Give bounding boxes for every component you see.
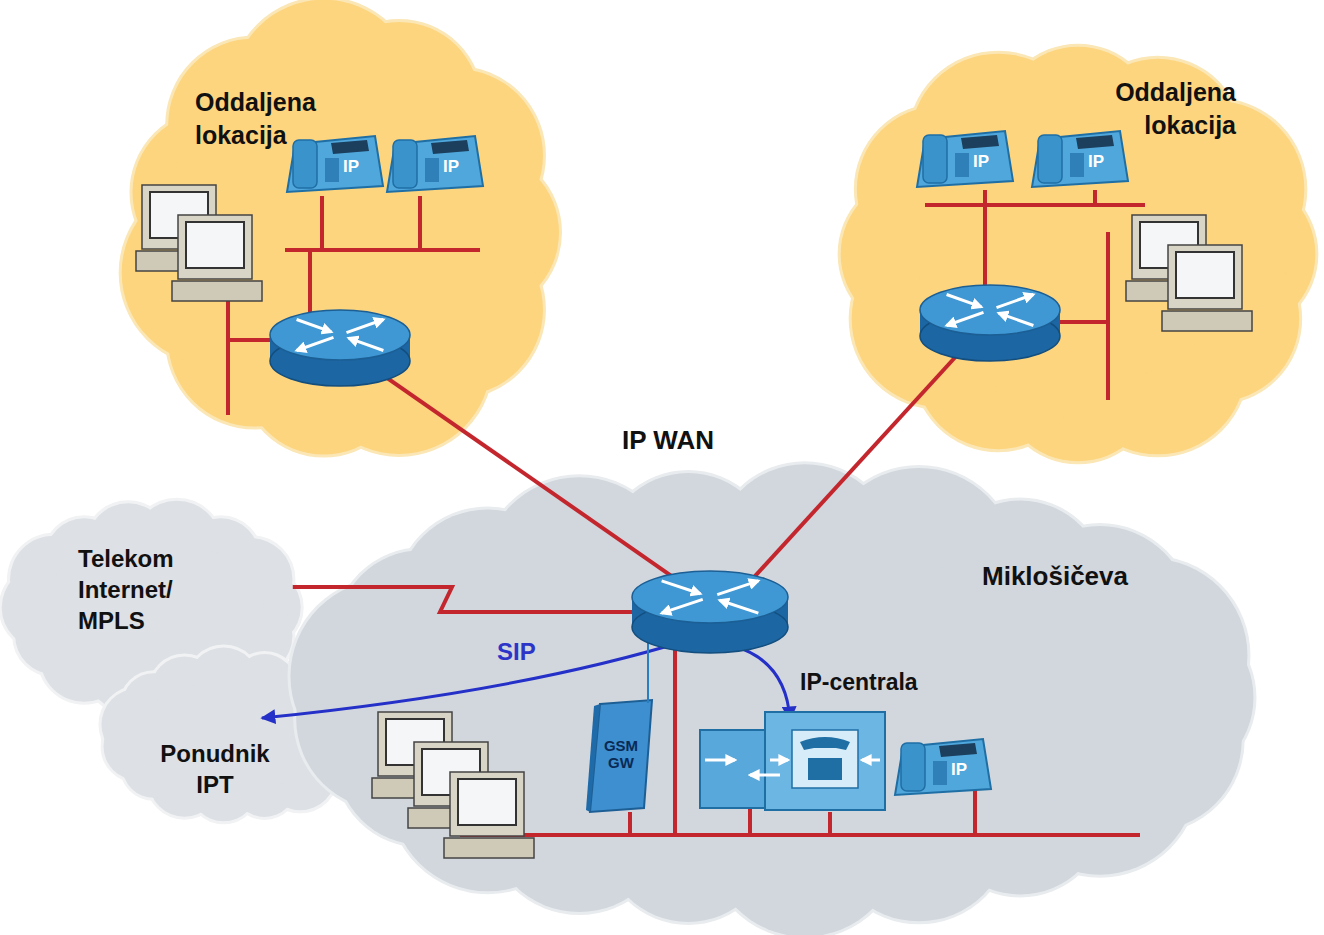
phone-body — [917, 131, 1013, 187]
text-wrap: IP-centrala — [800, 668, 940, 698]
wan-link — [293, 587, 639, 612]
node-label: Ponudnik IPT — [150, 738, 280, 800]
router-arrow — [947, 295, 982, 307]
router-arrow — [662, 581, 701, 594]
phone-ip-label: IP — [343, 158, 359, 175]
text-wrap: IP WAN — [622, 424, 714, 458]
phone-screen — [1076, 135, 1114, 149]
router-arrow — [347, 320, 384, 333]
pbx-screen — [792, 730, 858, 788]
phone-body — [1032, 131, 1128, 187]
pc-monitor — [450, 772, 524, 836]
pbx-arrow — [862, 759, 880, 762]
text-wrap: IP — [343, 158, 359, 175]
text-wrap: IP — [1088, 153, 1104, 170]
phone-screen — [939, 743, 977, 757]
wire — [228, 196, 480, 415]
edge-label: SIP — [497, 636, 536, 667]
pc-screen — [186, 222, 244, 268]
network-label: IP WAN — [622, 424, 714, 458]
node-label: Oddaljena lokacija — [1078, 76, 1236, 141]
router-arrow — [297, 337, 334, 350]
phone-body — [387, 136, 483, 192]
text-wrap: IP — [973, 153, 989, 170]
text-wrap: SIP — [497, 636, 536, 667]
phone-ip-label: IP — [1088, 153, 1104, 170]
phone-handset — [1038, 135, 1062, 183]
pbx-arrow — [770, 759, 788, 762]
node-label: Telekom Internet/ MPLS — [78, 543, 213, 637]
pc-monitor — [1168, 245, 1242, 309]
router-arrow — [947, 312, 984, 325]
cloud-body — [381, 553, 1170, 842]
node-shape — [832, 38, 1324, 470]
pc-monitor — [178, 215, 252, 279]
phone-keypad — [933, 761, 947, 785]
text-wrap: GSM GW — [592, 738, 650, 771]
location-cloud: Oddaljena lokacija — [832, 38, 1324, 470]
text-wrap: Miklošičeva — [982, 560, 1192, 594]
node-label: GSM GW — [592, 738, 650, 771]
router-arrow — [297, 320, 332, 332]
cloud-body — [916, 122, 1239, 385]
phone-keypad — [955, 153, 969, 177]
text-wrap: IP — [951, 761, 967, 778]
gateway-shape — [590, 700, 652, 812]
wan-link — [740, 319, 990, 592]
pbx-arrow — [750, 774, 780, 777]
phone-handset — [901, 743, 925, 791]
pc-case — [1162, 311, 1252, 331]
phone-handset — [393, 140, 417, 188]
node-label: IP-centrala — [800, 668, 940, 698]
router-top — [270, 310, 410, 360]
text-wrap: Ponudnik IPT — [150, 738, 280, 800]
phone-screen — [431, 140, 469, 154]
phone-keypad — [1070, 153, 1084, 177]
text-wrap: IP — [443, 158, 459, 175]
pbx-handset — [800, 737, 850, 780]
pc-case — [444, 838, 534, 858]
phone-screen — [961, 135, 999, 149]
node-label: Miklošičeva — [982, 560, 1192, 594]
router-top — [632, 571, 788, 623]
node-label: Oddaljena lokacija — [195, 86, 355, 151]
phone-ip-label: IP — [973, 153, 989, 170]
router-arrow — [349, 338, 384, 350]
phone-handset — [923, 135, 947, 183]
icons — [136, 131, 1252, 858]
pc-screen — [1176, 252, 1234, 298]
gateway-side — [586, 704, 600, 812]
phone-ip-label: IP — [951, 761, 967, 778]
router-arrow — [999, 313, 1034, 325]
wire — [460, 630, 1140, 835]
pc-screen — [458, 779, 516, 825]
pbx-arrow — [705, 759, 735, 762]
phone-body — [895, 739, 991, 795]
phone-keypad — [425, 158, 439, 182]
phone-screen — [331, 140, 369, 154]
lan-wires — [228, 190, 1145, 835]
pbx-front — [765, 712, 885, 810]
phone-handset — [293, 140, 317, 188]
wan-link — [340, 345, 695, 592]
text-wrap: Telekom Internet/ MPLS — [78, 543, 213, 637]
router-top — [920, 285, 1060, 335]
router-arrow — [997, 295, 1034, 308]
pc-case — [172, 281, 262, 301]
text-wrap: Oddaljena lokacija — [1078, 76, 1236, 141]
text-wrap: Oddaljena lokacija — [195, 86, 355, 151]
router-arrow — [717, 581, 758, 595]
gateway-box: GSM GW — [586, 700, 656, 815]
phone-keypad — [325, 158, 339, 182]
phone-ip-label: IP — [443, 158, 459, 175]
phone-body — [287, 136, 383, 192]
router-arrow — [720, 600, 759, 613]
router-arrow — [662, 599, 703, 613]
